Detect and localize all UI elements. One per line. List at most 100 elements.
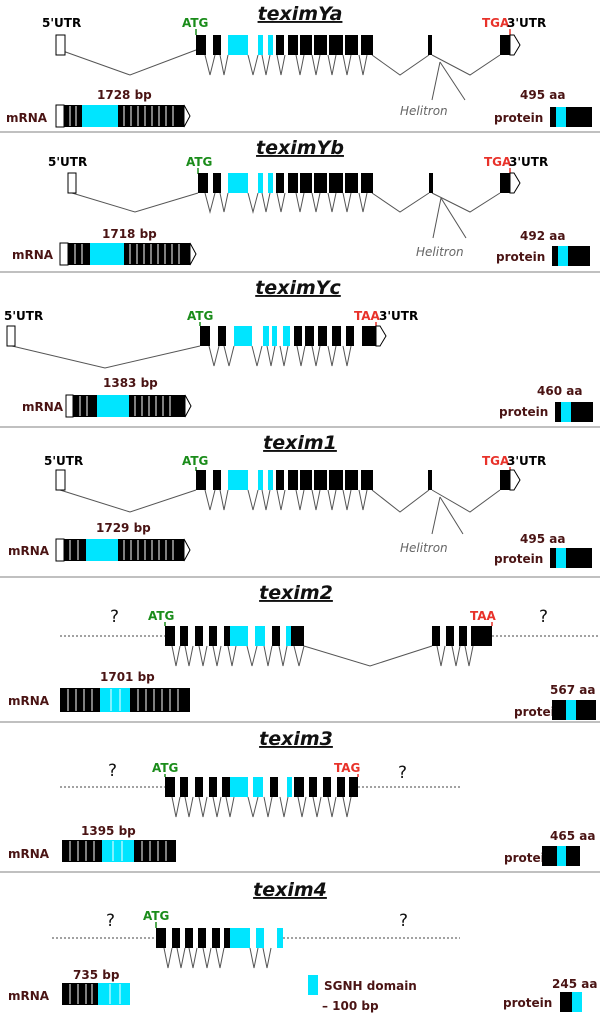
exon	[446, 626, 454, 646]
helitron-label: Helitron	[416, 245, 464, 259]
panel-separators	[0, 131, 600, 873]
start-codon-label: ATG	[148, 609, 174, 623]
exon	[329, 35, 343, 55]
unknown-downstream: ?	[398, 763, 407, 783]
exon	[309, 777, 317, 797]
exons	[6, 325, 387, 347]
utr3-arrow	[375, 325, 387, 347]
mrna-label: mRNA	[22, 400, 64, 414]
utr5-box	[6, 325, 16, 347]
exon	[234, 326, 252, 346]
unknown-downstream: ?	[539, 607, 548, 627]
exon	[294, 777, 304, 797]
exons	[67, 172, 521, 194]
exon	[288, 173, 298, 193]
mrna-transcript	[62, 983, 130, 1005]
gene-name: texim1	[263, 432, 337, 454]
exon	[318, 326, 327, 346]
exon	[256, 928, 264, 948]
exon	[258, 35, 263, 55]
utr3-label: 3'UTR	[507, 454, 546, 468]
utr3-arrow	[509, 469, 521, 491]
exon	[288, 470, 298, 490]
mrna-transcript	[55, 538, 191, 562]
exon	[362, 326, 376, 346]
gene-name: texim4	[253, 879, 327, 901]
exon	[263, 326, 269, 346]
helitron-label: Helitron	[400, 541, 448, 555]
exon	[294, 326, 302, 346]
protein-length: 567 aa	[550, 683, 595, 697]
gene-panel-texim2: texim2 ? ? ATG TAA	[8, 582, 598, 720]
exon	[277, 928, 283, 948]
exon	[224, 626, 230, 646]
exon	[329, 470, 343, 490]
exon	[195, 626, 203, 646]
unknown-downstream: ?	[399, 911, 408, 931]
exon	[429, 173, 433, 193]
exon	[195, 777, 203, 797]
utr5-box	[55, 34, 66, 56]
exon	[156, 928, 166, 948]
exon	[209, 777, 217, 797]
utr3-label: 3'UTR	[379, 309, 418, 323]
protein-bar	[550, 107, 592, 127]
exon	[276, 173, 284, 193]
exon	[228, 173, 248, 193]
gene-panel-teximYb: teximYb 5'UTR ATG TGA 3'UTR	[12, 137, 590, 266]
utr5-label: 5'UTR	[4, 309, 43, 323]
protein-bar	[552, 700, 596, 720]
exons	[55, 469, 521, 491]
exon	[300, 470, 312, 490]
exon	[361, 470, 373, 490]
stop-codon-label: TGA	[484, 155, 512, 169]
exon	[323, 777, 331, 797]
introns	[171, 796, 352, 818]
exon	[272, 326, 277, 346]
exon	[213, 470, 221, 490]
introns	[59, 489, 501, 535]
exon	[345, 35, 358, 55]
utr3-label: 3'UTR	[507, 16, 546, 30]
protein-bar	[550, 548, 592, 568]
start-codon-label: ATG	[182, 16, 208, 30]
gene-name: texim3	[259, 728, 333, 750]
legend-swatch	[308, 975, 318, 995]
gene-panel-texim1: texim1 5'UTR ATG TGA 3'UTR	[8, 432, 592, 568]
legend-domain-label: SGNH domain	[324, 979, 417, 993]
exon	[198, 928, 206, 948]
exon	[361, 35, 373, 55]
introns	[163, 947, 272, 969]
exon	[268, 35, 273, 55]
exon	[200, 326, 210, 346]
mrna-transcript	[55, 104, 191, 128]
exon	[213, 35, 221, 55]
exon	[314, 35, 327, 55]
exon	[500, 470, 510, 490]
exon	[165, 777, 175, 797]
exon	[288, 35, 298, 55]
protein-label: protein	[514, 705, 563, 719]
mrna-label: mRNA	[8, 847, 50, 861]
stop-codon-label: TGA	[482, 16, 510, 30]
gene-name: teximYa	[258, 3, 343, 25]
exon	[337, 777, 345, 797]
exon	[230, 626, 248, 646]
utr3-label: 3'UTR	[509, 155, 548, 169]
gene-panel-texim3: texim3 ? ? ATG TAG	[8, 728, 595, 866]
stop-codon-label: TAG	[334, 761, 360, 775]
exon	[180, 777, 188, 797]
exon	[276, 470, 284, 490]
protein-length: 245 aa	[552, 977, 597, 991]
protein-bar	[555, 402, 593, 422]
start-codon-label: ATG	[182, 454, 208, 468]
exon	[345, 470, 358, 490]
exon	[258, 470, 263, 490]
legend-scale-label: – 100 bp	[322, 999, 379, 1013]
start-codon-label: ATG	[143, 909, 169, 923]
exon	[287, 777, 292, 797]
exon	[300, 173, 312, 193]
introns	[59, 49, 501, 101]
introns	[71, 192, 501, 239]
protein-length: 495 aa	[520, 532, 565, 546]
